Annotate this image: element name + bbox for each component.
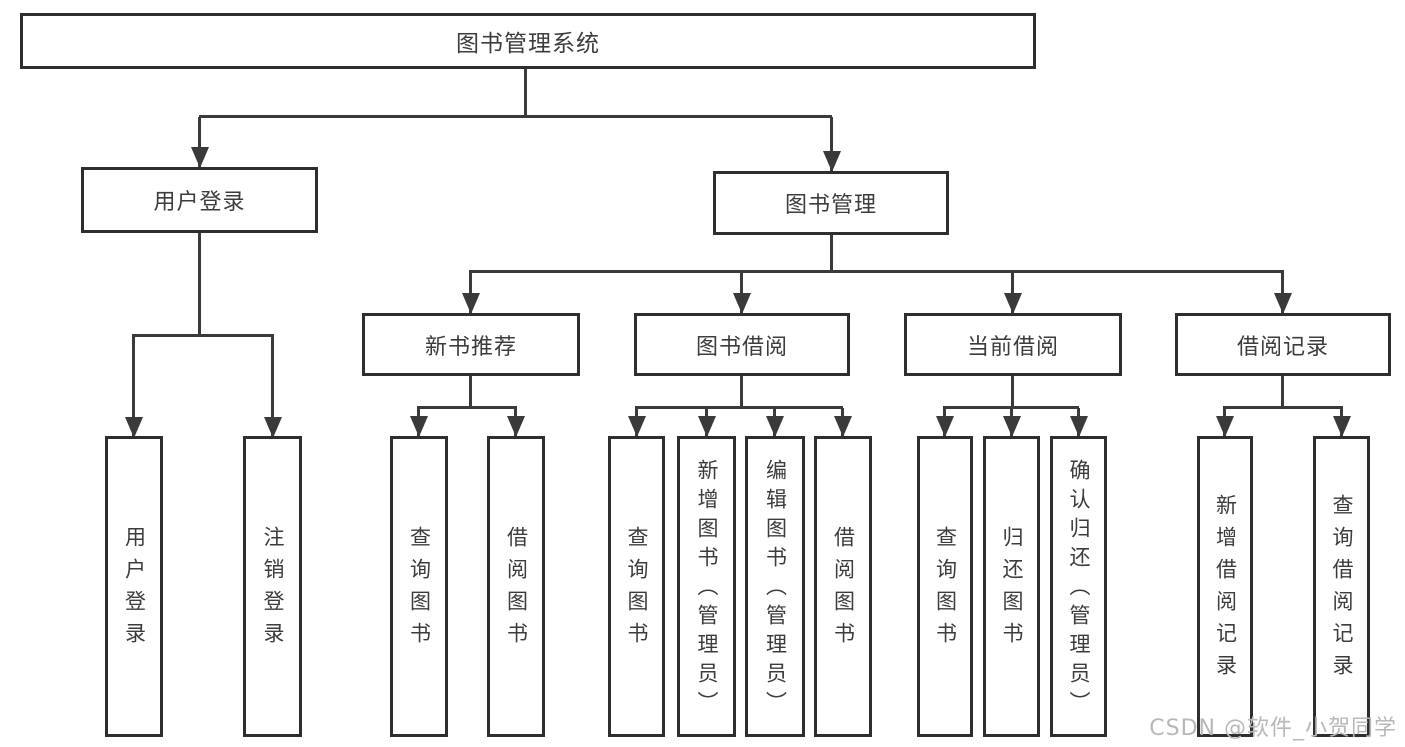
arrow-bb-borrow	[841, 408, 844, 436]
node-library-management-system: 图书管理系统	[20, 13, 1036, 69]
connector-bb-stem	[740, 376, 743, 408]
csdn-watermark: CSDN @软件_小贺同学	[1149, 716, 1397, 741]
arrow-nb-query	[417, 408, 420, 436]
node-nb-borrow-books: 借阅图书	[487, 436, 545, 737]
node-new-book-recommendation: 新书推荐	[362, 313, 580, 376]
node-cb-confirm-return-admin: 确认归还（管理员）	[1050, 436, 1107, 737]
node-br-query-record: 查询借阅记录	[1313, 436, 1370, 737]
node-borrowing-records: 借阅记录	[1175, 313, 1391, 376]
arrow-to-borrowing-records	[1281, 272, 1284, 313]
arrow-br-query	[1340, 408, 1343, 436]
arrow-nb-borrow	[514, 408, 517, 436]
node-book-management: 图书管理	[713, 171, 949, 235]
arrow-cb-return	[1010, 408, 1013, 436]
node-br-add-record: 新增借阅记录	[1197, 436, 1253, 737]
node-bb-query-books: 查询图书	[608, 436, 665, 737]
node-bb-borrow-books: 借阅图书	[814, 436, 872, 737]
arrow-cb-confirm	[1077, 408, 1080, 436]
node-cb-query-books: 查询图书	[917, 436, 973, 737]
arrow-to-current-borrowing	[1011, 272, 1014, 313]
node-logout: 注销登录	[243, 436, 302, 737]
connector-root-bar	[199, 115, 832, 118]
node-current-borrowing: 当前借阅	[904, 313, 1122, 376]
node-cb-return-books: 归还图书	[983, 436, 1040, 737]
node-book-borrowing: 图书借阅	[634, 313, 850, 376]
connector-book-management-stem	[830, 235, 833, 272]
connector-bb-bar	[635, 406, 843, 409]
arrow-cb-query	[943, 408, 946, 436]
connector-book-management-bar	[469, 270, 1284, 273]
arrow-to-login	[132, 336, 135, 437]
arrow-to-book-borrowing	[740, 272, 743, 313]
connector-user-login-stem	[198, 233, 201, 336]
arrow-to-book-management	[830, 117, 833, 171]
arrow-bb-edit	[773, 408, 776, 436]
node-nb-query-books: 查询图书	[390, 436, 448, 737]
arrow-to-user-login	[198, 117, 201, 167]
arrow-br-add	[1223, 408, 1226, 436]
node-bb-add-books-admin: 新增图书（管理员）	[677, 436, 736, 737]
arrow-to-new-book-recommendation	[469, 272, 472, 313]
arrow-bb-add	[705, 408, 708, 436]
connector-user-login-bar	[132, 334, 274, 337]
connector-nb-stem	[469, 376, 472, 408]
connector-br-bar	[1223, 406, 1343, 409]
connector-nb-bar	[417, 406, 517, 409]
connector-root-stem	[524, 69, 527, 117]
arrow-to-logout	[271, 336, 274, 437]
connector-cb-stem	[1011, 376, 1014, 408]
arrow-bb-query	[635, 408, 638, 436]
node-bb-edit-books-admin: 编辑图书（管理员）	[745, 436, 805, 737]
node-user-login: 用户登录	[81, 167, 318, 233]
node-login: 用户登录	[105, 436, 163, 737]
connector-br-stem	[1281, 376, 1284, 408]
